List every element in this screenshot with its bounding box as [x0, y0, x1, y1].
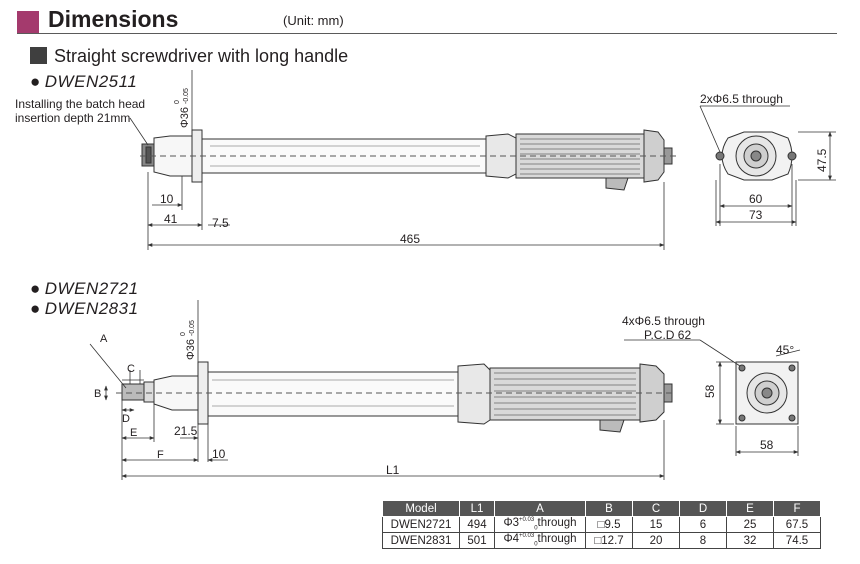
cell-b: □9.5	[585, 516, 633, 533]
dim-7-5-label: 7.5	[212, 216, 229, 230]
col-header-a: A	[494, 500, 586, 517]
dim-73-label: 73	[749, 208, 763, 222]
cell-l1: 494	[459, 516, 495, 533]
dim-58-h-label: 58	[760, 438, 774, 452]
screwdriver-body-1	[140, 129, 676, 191]
page-title: Dimensions	[48, 6, 179, 32]
cell-e: 25	[726, 516, 774, 533]
dim-47-5-label: 47.5	[815, 148, 829, 172]
label-a: A	[100, 333, 108, 345]
dim-10-label-2: 10	[212, 447, 226, 461]
label-l1: L1	[386, 463, 400, 477]
end-view-2	[735, 361, 799, 425]
cell-b: □12.7	[585, 532, 633, 549]
cell-c: 20	[632, 532, 680, 549]
header-accent-block	[17, 11, 39, 33]
section-title: Straight screwdriver with long handle	[54, 46, 349, 66]
cell-c: 15	[632, 516, 680, 533]
col-header-d: D	[679, 500, 727, 517]
dim-21-5-label: 21.5	[174, 424, 198, 438]
dia-tol-lower-2: -0.05	[189, 320, 196, 336]
batch-note-line1: Installing the batch head	[15, 97, 146, 111]
section-accent-block	[30, 47, 47, 64]
table-row: DWEN2831 501 Φ4+0.030through □12.7 20 8 …	[382, 532, 821, 549]
table-row: DWEN2721 494 Φ3+0.030through □9.5 15 6 2…	[382, 516, 821, 533]
label-e: E	[130, 427, 137, 439]
col-header-f: F	[773, 500, 821, 517]
header-divider	[17, 33, 837, 34]
batch-note: Installing the batch head insertion dept…	[15, 97, 145, 125]
col-header-model: Model	[382, 500, 460, 517]
dim-60-label: 60	[749, 192, 763, 206]
end-holes-label-2: 4xΦ6.5 through	[622, 314, 705, 328]
spec-table: Model L1 A B C D E F DWEN2721 494 Φ3+0.0…	[382, 500, 821, 549]
cell-l1: 501	[459, 532, 495, 549]
label-b: B	[94, 388, 101, 400]
cell-d: 6	[679, 516, 727, 533]
unit-label: (Unit: mm)	[283, 13, 344, 28]
dim-41-label: 41	[164, 212, 178, 226]
dia-36-label: Φ36	[179, 107, 191, 128]
label-c: C	[127, 363, 135, 375]
cell-d: 8	[679, 532, 727, 549]
label-f: F	[157, 449, 164, 461]
cell-f: 74.5	[773, 532, 821, 549]
cell-a: Φ3+0.030through	[494, 516, 586, 533]
angle-45-label: 45°	[776, 343, 794, 357]
spec-table-header-row: Model L1 A B C D E F	[382, 500, 821, 517]
dim-10-label: 10	[160, 192, 174, 206]
batch-note-line2: insertion depth 21mm	[15, 111, 131, 125]
dim-58-v-label: 58	[703, 384, 717, 398]
end-view-1	[715, 131, 797, 181]
col-header-e: E	[726, 500, 774, 517]
col-header-c: C	[632, 500, 680, 517]
model-label-dwen2831: ●DWEN2831	[30, 299, 139, 318]
cell-f: 67.5	[773, 516, 821, 533]
cell-e: 32	[726, 532, 774, 549]
cell-a: Φ4+0.030through	[494, 532, 586, 549]
col-header-l1: L1	[459, 500, 495, 517]
model-label-dwen2721: ●DWEN2721	[30, 279, 139, 298]
col-header-b: B	[585, 500, 633, 517]
dia-tol-lower: -0.05	[183, 88, 190, 104]
cell-model: DWEN2721	[382, 516, 460, 533]
screwdriver-body-2	[116, 361, 676, 433]
dim-465-label: 465	[400, 232, 420, 246]
model-label-dwen2511: ●DWEN2511	[30, 72, 138, 91]
cell-model: DWEN2831	[382, 532, 460, 549]
label-d: D	[122, 413, 130, 425]
end-holes-label-1: 2xΦ6.5 through	[700, 92, 783, 106]
pcd-label: P.C.D 62	[644, 328, 691, 342]
dia-36-label-2: Φ36	[185, 339, 197, 360]
dia-tol-upper: 0	[174, 100, 181, 104]
dia-tol-upper-2: 0	[180, 332, 187, 336]
